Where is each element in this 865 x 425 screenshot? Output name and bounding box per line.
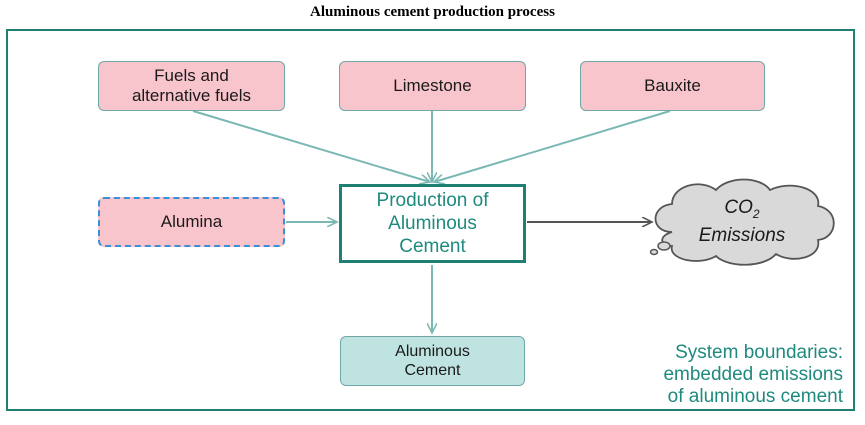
- system-boundary-frame: [6, 29, 855, 411]
- input-alumina: Alumina: [98, 197, 285, 247]
- input-fuels: Fuels and alternative fuels: [98, 61, 285, 111]
- process-box: Production of Aluminous Cement: [339, 184, 526, 263]
- co2-formula: CO2: [724, 197, 760, 221]
- arrow-fuels-to-process: [192, 110, 430, 182]
- arrow-bauxite-to-process: [434, 110, 671, 182]
- emissions-word: Emissions: [698, 224, 786, 246]
- input-bauxite: Bauxite: [580, 61, 765, 111]
- system-boundary-note: System boundaries: embedded emissions of…: [663, 342, 843, 407]
- emissions-label: CO2 Emissions: [676, 197, 808, 247]
- input-limestone: Limestone: [339, 61, 526, 111]
- diagram-title: Aluminous cement production process: [310, 4, 555, 20]
- co2-cloud-icon: [649, 178, 835, 266]
- product-box: Aluminous Cement: [340, 336, 525, 386]
